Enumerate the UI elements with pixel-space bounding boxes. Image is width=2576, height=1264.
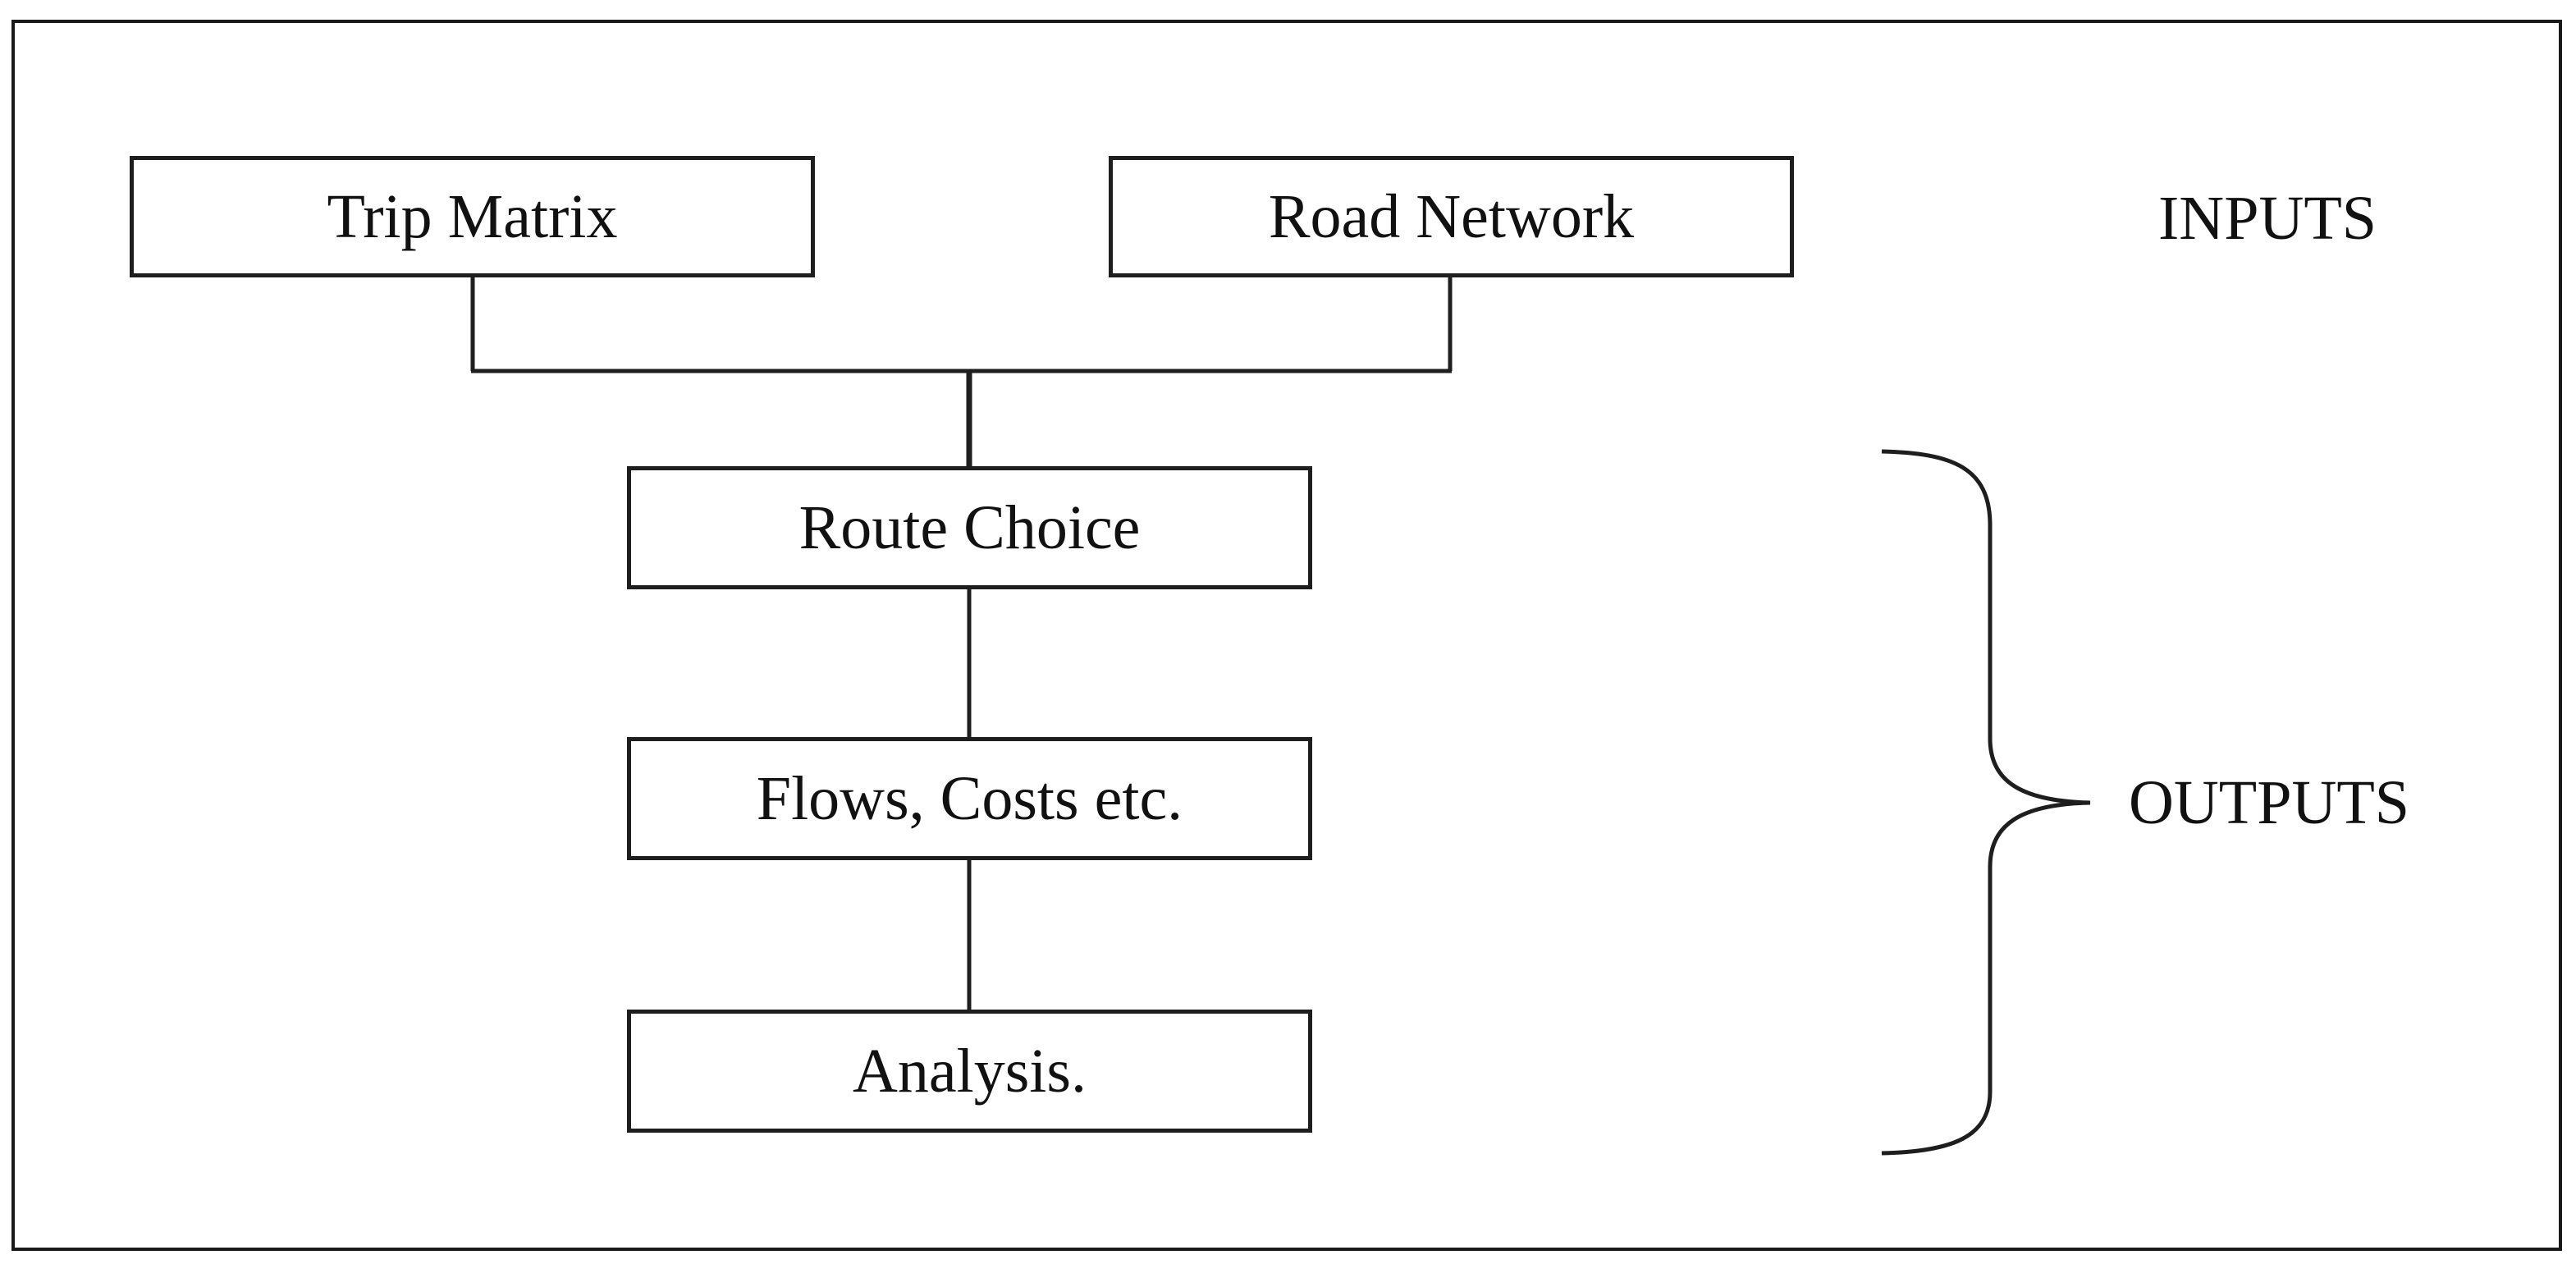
flows-costs-label: Flows, Costs etc. [756,764,1183,833]
flows-costs-box: Flows, Costs etc. [627,737,1312,860]
analysis-box: Analysis. [627,1010,1312,1133]
trip-matrix-box: Trip Matrix [130,156,815,277]
route-choice-label: Route Choice [798,493,1141,562]
outputs-label: OUTPUTS [2129,768,2410,837]
road-network-box: Road Network [1109,156,1794,277]
road-network-label: Road Network [1268,182,1635,251]
outputs-brace [1881,449,2091,1156]
inputs-label: INPUTS [2158,184,2377,253]
analysis-label: Analysis. [853,1037,1087,1106]
trip-matrix-label: Trip Matrix [327,182,618,251]
route-choice-box: Route Choice [627,466,1312,589]
